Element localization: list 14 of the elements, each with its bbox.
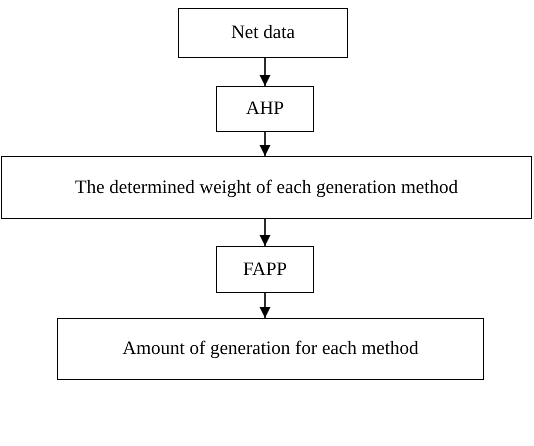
box-label: AHP	[246, 98, 284, 120]
arrow	[260, 58, 270, 86]
box-label: The determined weight of each generation method	[74, 176, 458, 198]
process-box	[178, 8, 348, 58]
process-box	[57, 318, 484, 380]
process-box	[216, 246, 314, 293]
process-box	[1, 156, 532, 219]
box-label: Net data	[231, 22, 295, 44]
process-box	[216, 86, 314, 132]
box-label: FAPP	[242, 258, 287, 280]
arrow	[260, 293, 270, 318]
box-label: Amount of generation for each method	[122, 338, 418, 360]
arrow	[260, 132, 270, 156]
arrow	[260, 219, 270, 246]
